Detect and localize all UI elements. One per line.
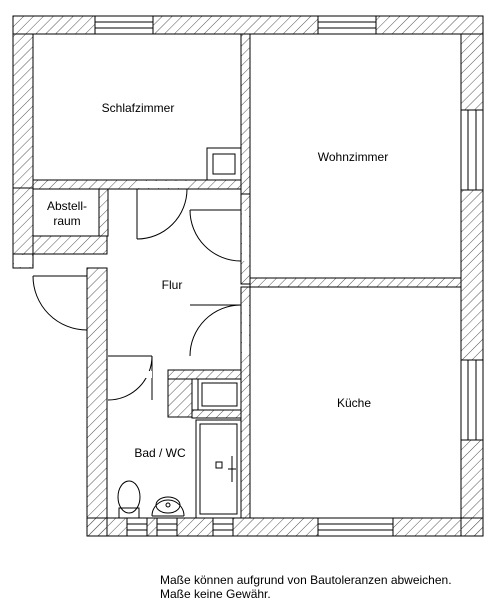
room-label-kueche: Küche — [337, 396, 371, 410]
sink-icon — [151, 496, 185, 517]
room-label-flur: Flur — [162, 278, 183, 292]
room-label-bad: Bad / WC — [134, 446, 186, 460]
room-label-schlafzimmer: Schlafzimmer — [102, 101, 175, 115]
chimney-shaft — [206, 147, 242, 181]
room-label-abstellraum-line2: raum — [53, 214, 80, 228]
room-label-abstellraum-line1: Abstell- — [47, 199, 87, 213]
disclaimer-line-2: Maße keine Gewähr. — [160, 587, 271, 601]
toilet-icon — [117, 480, 141, 519]
windows — [94, 15, 484, 537]
door-openings — [14, 181, 249, 378]
disclaimer-line-1: Maße können aufgrund von Bautoleranzen a… — [160, 573, 452, 587]
bath-shaft — [197, 378, 242, 411]
doors — [32, 188, 242, 401]
bathtub-icon — [195, 419, 242, 519]
room-label-wohnzimmer: Wohnzimmer — [318, 150, 388, 164]
